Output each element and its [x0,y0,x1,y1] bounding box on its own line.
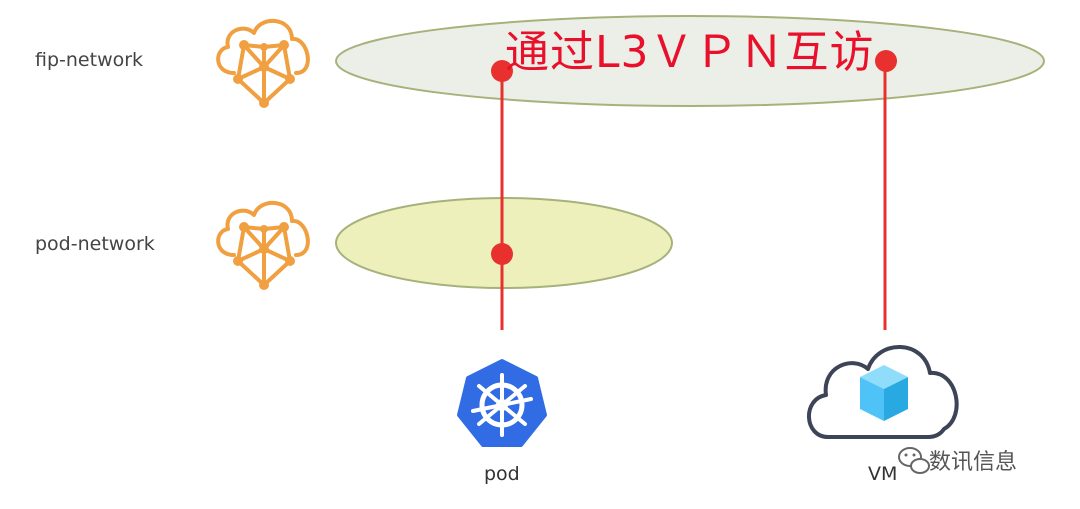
cloud-vm-icon [807,345,959,439]
diagram-title: 通过L3ＶＰＮ互访 [505,27,875,78]
watermark: 数讯信息 [895,444,1017,476]
vm-label: VM [868,463,898,485]
cloud-network-icon [216,200,310,290]
pod-fip-attach-point [491,60,513,82]
watermark-text: 数讯信息 [929,450,1018,475]
pod-label: pod [484,463,520,485]
cloud-network-icon [216,18,310,108]
pod-network-ellipse [335,197,673,289]
fip-network-ellipse [335,15,1045,107]
pod-network-label: pod-network [35,233,155,255]
fip-network-label: fip-network [35,49,144,71]
wechat-icon [898,447,930,474]
pod-network-attach-point [491,243,513,265]
kubernetes-icon [457,359,547,447]
vm-fip-attach-point [875,50,897,72]
